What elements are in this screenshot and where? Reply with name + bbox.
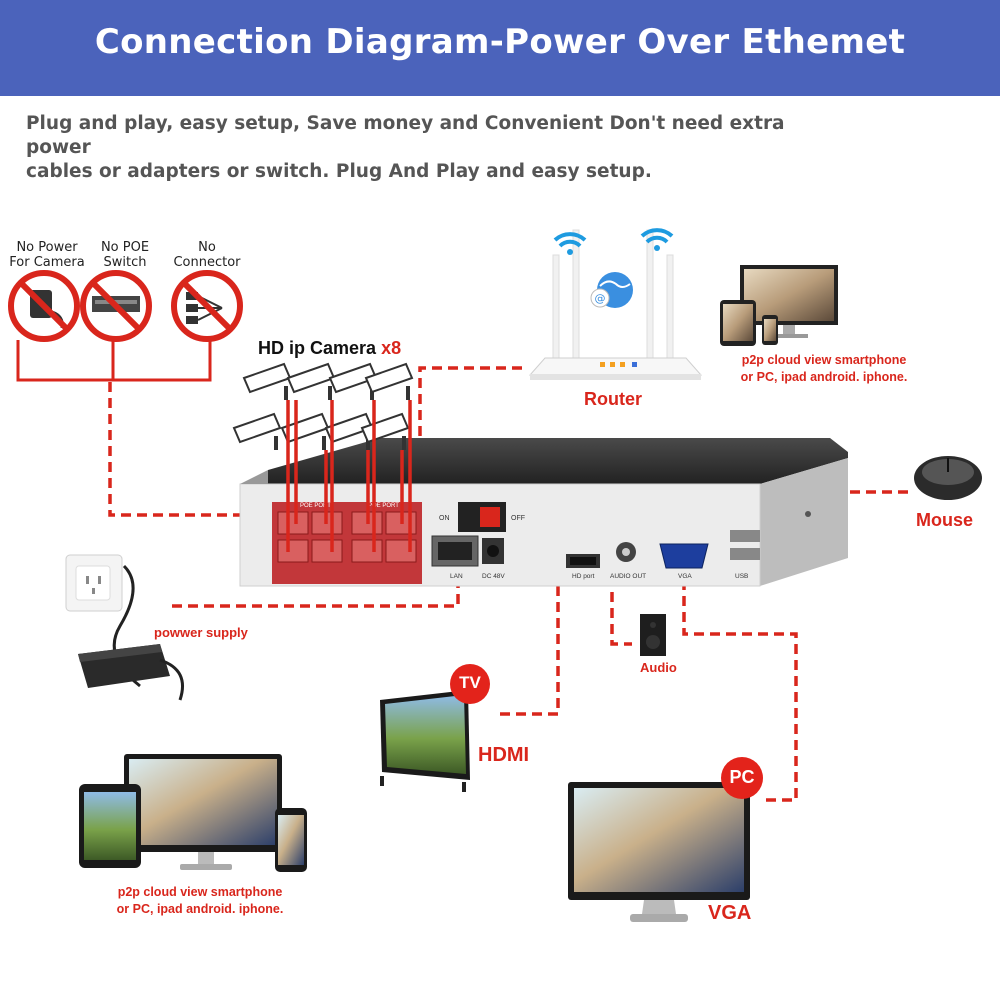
wifi-icon bbox=[640, 228, 674, 251]
svg-text:@: @ bbox=[595, 292, 606, 305]
no-connector-label: No Connector bbox=[173, 240, 241, 270]
power-adapter-image bbox=[78, 644, 184, 701]
no-connector-icon bbox=[171, 270, 243, 342]
tv-image bbox=[380, 690, 470, 792]
tv-badge-text: TV bbox=[459, 673, 481, 692]
header-banner: Connection Diagram-Power Over Ethemet bbox=[0, 0, 1000, 96]
no-poe-switch-label: No POE Switch bbox=[100, 240, 150, 270]
hdmi-label: HDMI bbox=[478, 744, 530, 766]
mouse-image bbox=[914, 456, 982, 500]
nvr-on-label: ON bbox=[439, 515, 450, 522]
hdmi-line bbox=[500, 575, 560, 716]
camera-icon bbox=[242, 362, 292, 400]
ip-camera-group bbox=[232, 362, 414, 450]
monitor-image bbox=[124, 754, 282, 870]
camera-label: HD ip Camera x8 bbox=[258, 338, 402, 358]
tablet-image bbox=[720, 300, 756, 346]
mouse-label: Mouse bbox=[916, 510, 974, 530]
no-poe-switch-icon bbox=[80, 270, 152, 342]
audio-label: Audio bbox=[640, 660, 677, 675]
nvr-hdmi-label: HD port bbox=[572, 573, 595, 580]
p2p-top-label: p2p cloud view smartphone or PC, ipad an… bbox=[740, 353, 908, 384]
phone-image bbox=[762, 315, 778, 345]
router-image bbox=[528, 229, 703, 380]
tv-badge bbox=[450, 664, 490, 704]
phone-image bbox=[275, 808, 307, 872]
pc-monitor-image bbox=[568, 782, 750, 922]
intro-line-1: Plug and play, easy setup, Save money an… bbox=[26, 113, 785, 158]
camera-icon bbox=[364, 362, 414, 400]
wall-socket-image bbox=[65, 554, 141, 688]
tablet-image bbox=[79, 784, 141, 868]
wifi-icon bbox=[553, 232, 587, 255]
camera-to-nvr-line bbox=[108, 382, 272, 517]
nvr-poe-port-label: POE PORT bbox=[300, 503, 331, 509]
no-power-icon bbox=[8, 270, 80, 342]
pc-badge bbox=[721, 757, 763, 799]
nvr-poe-port-label: POE PORT bbox=[368, 503, 399, 509]
nvr-usb-label: USB bbox=[735, 573, 748, 580]
camera-icon bbox=[286, 362, 336, 400]
camera-cables bbox=[286, 400, 412, 552]
intro-line-2: cables or adapters or switch. Plug And P… bbox=[26, 161, 652, 182]
monitor-image bbox=[740, 265, 838, 338]
vga-line bbox=[682, 580, 798, 802]
page-title: Connection Diagram-Power Over Ethemet bbox=[94, 22, 906, 62]
nvr-off-label: OFF bbox=[511, 515, 525, 522]
nvr-audio-out-label: AUDIO OUT bbox=[610, 573, 646, 580]
nvr-lan-label: LAN bbox=[450, 573, 463, 580]
audio-line bbox=[610, 576, 632, 646]
p2p-bottom-label: p2p cloud view smartphone or PC, ipad an… bbox=[116, 885, 284, 916]
camera-count: x8 bbox=[381, 338, 402, 358]
power-supply-label: powwer supply bbox=[154, 625, 248, 640]
speaker-image bbox=[640, 614, 666, 656]
no-power-label: No Power For Camera bbox=[9, 240, 85, 270]
pc-badge-text: PC bbox=[729, 767, 755, 787]
intro-text: Plug and play, easy setup, Save money an… bbox=[26, 112, 846, 184]
nvr-dc-label: DC 48V bbox=[482, 573, 505, 580]
no-items-bracket bbox=[16, 340, 212, 382]
camera-icon bbox=[232, 412, 282, 450]
nvr-vga-label: VGA bbox=[678, 573, 692, 580]
router-label: Router bbox=[584, 389, 642, 409]
vga-label: VGA bbox=[708, 902, 752, 924]
globe-icon: @ bbox=[590, 272, 633, 308]
